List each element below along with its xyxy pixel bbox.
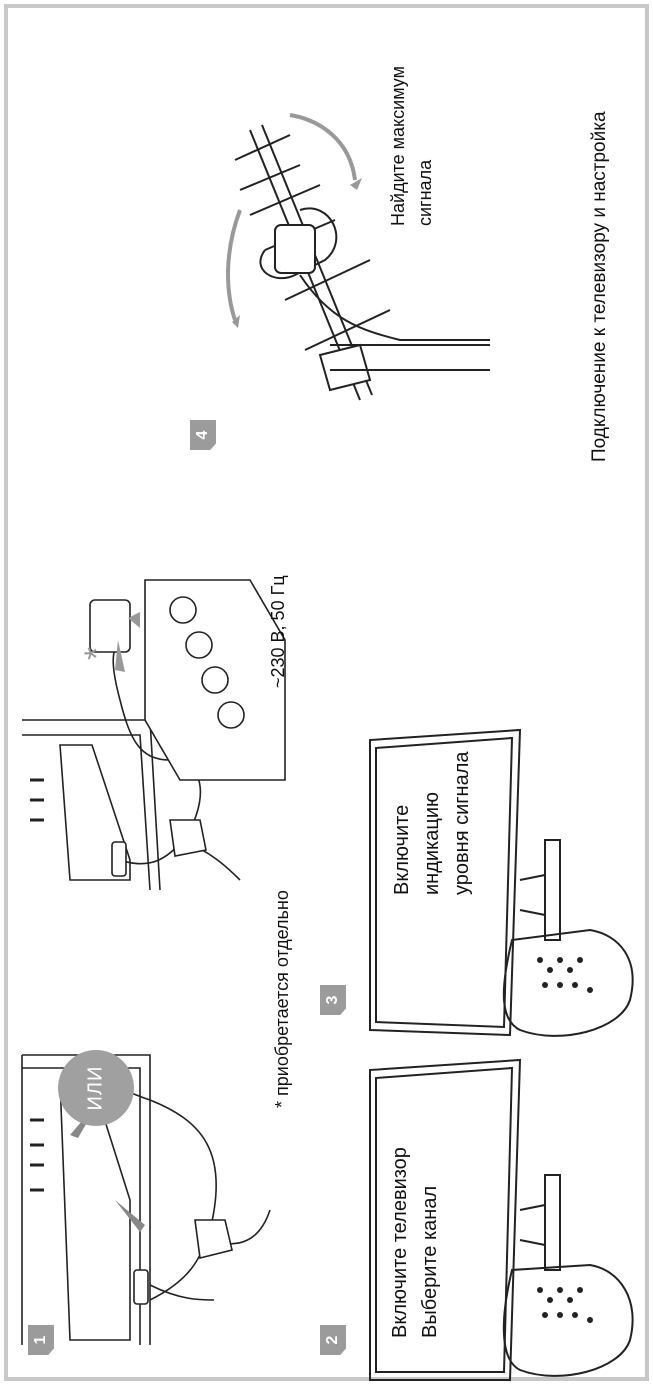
antenna-caption-line-2: сигнала <box>415 159 435 226</box>
tv-screen-line-2: индикацию <box>421 792 443 895</box>
tv-screen-line-3: уровня сигнала <box>451 751 473 895</box>
power-spec: ~230 В, 50 Гц <box>268 575 288 688</box>
tv-screen-line-2: Выберите канал <box>419 1185 441 1338</box>
asterisk-mark: * <box>78 646 116 660</box>
tv-screen-line-1: Включите телевизор <box>389 1147 411 1338</box>
page-title: Подключение к телевизору и настройка <box>589 111 610 462</box>
step-1-badge: 1 <box>28 1325 54 1355</box>
step-2-badge: 2 <box>320 1325 346 1355</box>
or-badge: ИЛИ <box>58 1050 134 1126</box>
step-3-badge: 3 <box>320 985 346 1015</box>
footnote: * приобретается отдельно <box>272 890 292 1108</box>
step-4-badge: 4 <box>190 420 216 450</box>
antenna-caption-line-1: Найдите максимум <box>388 66 408 226</box>
tv-screen-line-1: Включите <box>391 804 413 895</box>
tv-screen-text-step-3: Включите индикацию уровня сигнала <box>387 751 477 895</box>
antenna-caption: Найдите максимум сигнала <box>385 66 439 226</box>
tv-screen-text-step-2: Включите телевизор Выберите канал <box>385 1147 445 1338</box>
